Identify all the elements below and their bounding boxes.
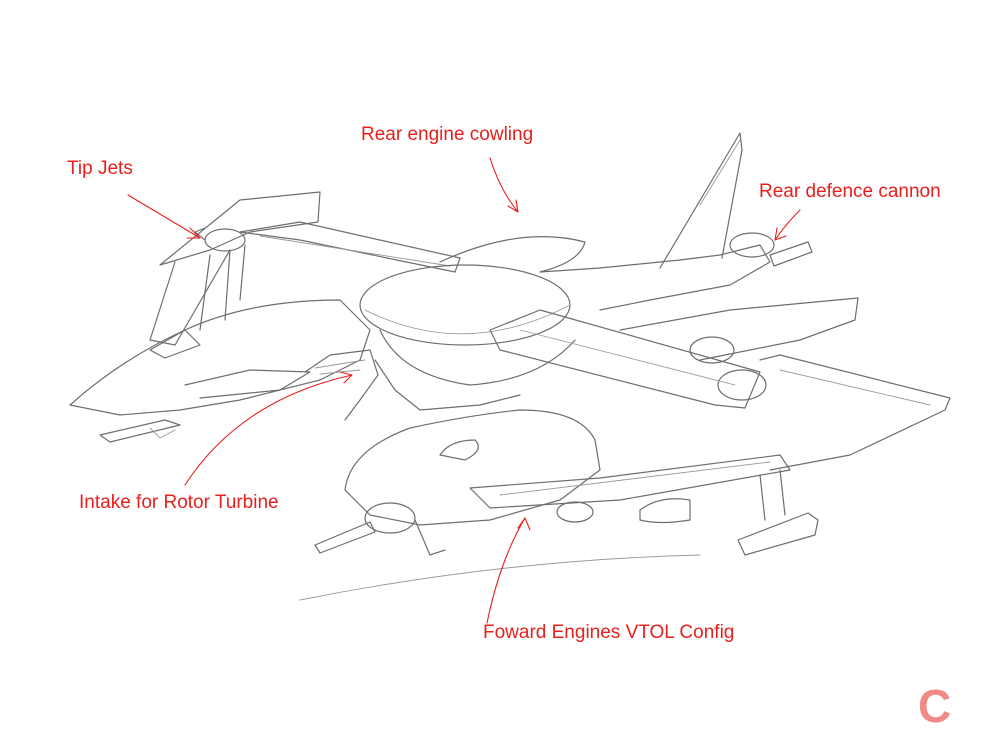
- rotor-blade-upper: [239, 221, 461, 273]
- corner-mark: C: [918, 680, 952, 732]
- callout-rear-defence-cannon: Rear defence cannon: [759, 181, 941, 202]
- callout-rear-engine-cowling: Rear engine cowling: [361, 124, 534, 145]
- front-fuselage: [344, 409, 791, 526]
- callout-arrows: [127, 157, 801, 624]
- left-fuselage: [69, 299, 371, 443]
- tip-jet-nacelle: [194, 227, 246, 252]
- right-wing-lower: [737, 354, 951, 556]
- arrow-cannon: [774, 209, 801, 241]
- forward-engines: [314, 498, 691, 556]
- intake-rotor-turbine: [304, 349, 521, 421]
- arrow-tip-jets: [127, 194, 201, 239]
- left-wing: [149, 191, 321, 346]
- rotor-hub: [359, 264, 576, 386]
- arrow-cowling: [489, 157, 519, 213]
- callout-intake-rotor-turbine: Intake for Rotor Turbine: [79, 492, 279, 513]
- callout-forward-engines-vtol: Foward Engines VTOL Config: [483, 622, 735, 643]
- callout-tip-jets: Tip Jets: [67, 158, 133, 179]
- arrow-vtol: [486, 517, 531, 624]
- rotor-blade-right: [489, 309, 767, 409]
- rear-fuselage: [439, 132, 813, 311]
- ground-line: [299, 554, 701, 601]
- right-wing-upper: [619, 297, 859, 364]
- arrow-intake: [184, 371, 353, 486]
